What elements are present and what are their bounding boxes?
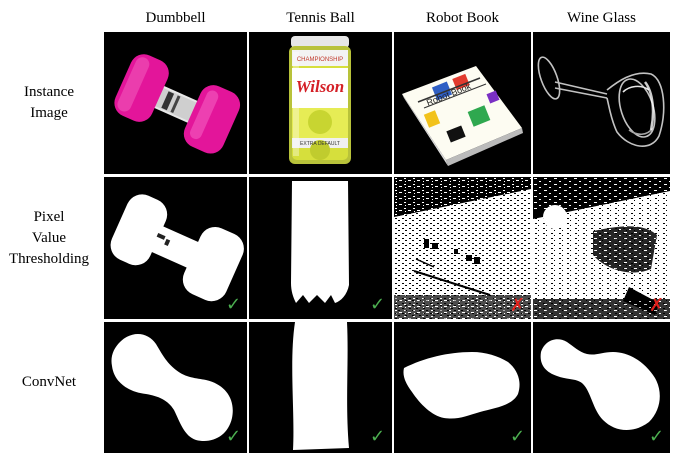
- col-header-dumbbell: Dumbbell: [145, 10, 206, 26]
- robot-book-threshold-mask: [394, 177, 531, 319]
- robot-book-convnet-mask: [403, 352, 520, 419]
- wine-glass-image: [537, 56, 665, 147]
- tennis-can-convnet-mask: [292, 322, 349, 450]
- mark-convnet-wine-glass: ✓: [649, 426, 665, 447]
- cell-threshold-tennis-ball: [249, 177, 392, 319]
- row-label-line: Instance: [24, 84, 74, 100]
- row-label-convnet: ConvNet: [0, 372, 98, 393]
- cell-threshold-dumbbell: [104, 177, 247, 319]
- cell-convnet-wine-glass: [533, 322, 670, 453]
- row-label-line: Pixel: [33, 209, 65, 225]
- can-brand-text: Wilson: [296, 77, 345, 96]
- col-header-robot-book: Robot Book: [426, 10, 499, 26]
- mark-threshold-robot-book: ✗: [510, 295, 526, 316]
- tennis-can-image: CHAMPIONSHIP Wilson EXTRA DEFAULT: [289, 36, 351, 164]
- cell-threshold-wine-glass: [533, 177, 670, 319]
- can-bottom-text: EXTRA DEFAULT: [300, 141, 340, 147]
- col-header-tennis-ball: Tennis Ball: [286, 10, 355, 26]
- mark-convnet-dumbbell: ✓: [226, 426, 242, 447]
- cell-threshold-robot-book: [394, 177, 531, 319]
- tennis-can-threshold-mask: [291, 181, 349, 303]
- wine-glass-threshold-mask: [533, 177, 670, 319]
- cell-convnet-tennis-ball: [249, 322, 392, 453]
- row-label-line: Image: [30, 105, 68, 121]
- can-top-text: CHAMPIONSHIP: [297, 57, 343, 63]
- cell-instance-dumbbell: [104, 32, 247, 174]
- dumbbell-image: [114, 54, 241, 154]
- dumbbell-threshold-mask: [110, 194, 244, 302]
- cell-convnet-dumbbell: [104, 322, 247, 453]
- row-label-thresholding: Pixel Value Thresholding: [0, 207, 98, 270]
- mark-threshold-dumbbell: ✓: [226, 294, 242, 315]
- cell-instance-tennis-ball: CHAMPIONSHIP Wilson EXTRA DEFAULT: [249, 32, 392, 174]
- row-label-line: Thresholding: [9, 251, 89, 267]
- cell-instance-wine-glass: [533, 32, 670, 174]
- wine-glass-convnet-mask: [540, 339, 660, 431]
- robot-book-image: Robot Book: [402, 66, 523, 166]
- row-label-instance-image: Instance Image: [0, 82, 98, 124]
- row-label-line: ConvNet: [21, 374, 77, 390]
- mark-threshold-wine-glass: ✗: [649, 295, 665, 316]
- col-header-wine-glass: Wine Glass: [567, 10, 636, 26]
- mark-convnet-robot-book: ✓: [510, 426, 526, 447]
- cell-instance-robot-book: Robot Book: [394, 32, 531, 174]
- mark-convnet-tennis-ball: ✓: [370, 426, 386, 447]
- mark-threshold-tennis-ball: ✓: [370, 294, 386, 315]
- row-label-line: Value: [31, 230, 67, 246]
- dumbbell-convnet-mask: [111, 333, 233, 442]
- cell-convnet-robot-book: [394, 322, 531, 453]
